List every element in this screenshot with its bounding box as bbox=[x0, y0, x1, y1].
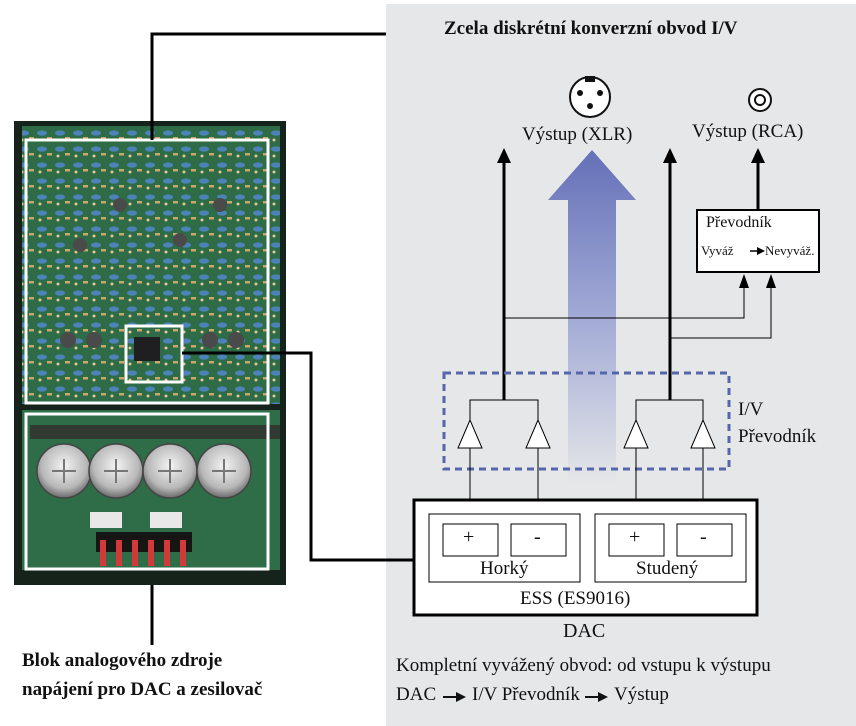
cold-minus-label: - bbox=[700, 526, 707, 548]
xlr-output-label: Výstup (XLR) bbox=[522, 124, 633, 145]
converter-box-title: Převodník bbox=[706, 214, 772, 231]
cold-group-box bbox=[594, 513, 747, 583]
converter-box-right-label: Nevyváž. bbox=[765, 243, 815, 258]
photo-caption-line2: napájení pro DAC a zesilovač bbox=[22, 679, 263, 700]
cold-plus-pin bbox=[608, 523, 665, 557]
output-arrowheads bbox=[497, 148, 765, 163]
output-lines bbox=[502, 160, 760, 400]
converter-box bbox=[696, 209, 820, 273]
hot-minus-pin bbox=[510, 523, 567, 557]
cold-group-label: Studený bbox=[636, 558, 699, 579]
caption-arrows bbox=[443, 692, 608, 702]
dac-chip-box bbox=[412, 498, 759, 617]
hot-plus-label: + bbox=[463, 526, 475, 548]
iv-label-line1: I/V bbox=[738, 399, 764, 420]
converter-feed-lines bbox=[504, 285, 772, 339]
dac-chip-label: ESS (ES9016) bbox=[520, 588, 631, 609]
cold-minus-pin bbox=[676, 523, 733, 557]
rca-jack-icon bbox=[748, 88, 772, 112]
hot-group-box bbox=[428, 513, 581, 583]
leader-lines bbox=[150, 32, 414, 645]
photo-caption-line1: Blok analogového zdroje bbox=[22, 650, 223, 671]
caption-step-dac: DAC bbox=[396, 684, 437, 705]
diagram-title: Zcela diskrétní konverzní obvod I/V bbox=[444, 18, 738, 39]
iv-converter-box bbox=[442, 371, 731, 471]
hot-group-label: Horký bbox=[480, 558, 529, 579]
dac-chip-photo bbox=[134, 337, 160, 361]
hot-plus-pin bbox=[442, 523, 499, 557]
dac-label: DAC bbox=[563, 620, 606, 642]
converter-box-left-label: Vyváž bbox=[701, 243, 734, 258]
rca-output-label: Výstup (RCA) bbox=[692, 121, 804, 142]
cold-plus-label: + bbox=[629, 526, 641, 548]
hot-minus-label: - bbox=[534, 526, 541, 548]
caption-step-output: Výstup bbox=[614, 684, 669, 705]
caption-line1: Kompletní vyvážený obvod: od vstupu k vý… bbox=[396, 655, 771, 676]
caption-step-iv: I/V Převodník bbox=[472, 684, 580, 705]
highlight-frame-power-block bbox=[24, 412, 270, 571]
power-capacitors bbox=[36, 443, 252, 499]
highlight-frame-dac-board bbox=[24, 138, 270, 405]
iv-label-line2: Převodník bbox=[738, 426, 817, 447]
xlr-connector-icon bbox=[569, 76, 611, 118]
